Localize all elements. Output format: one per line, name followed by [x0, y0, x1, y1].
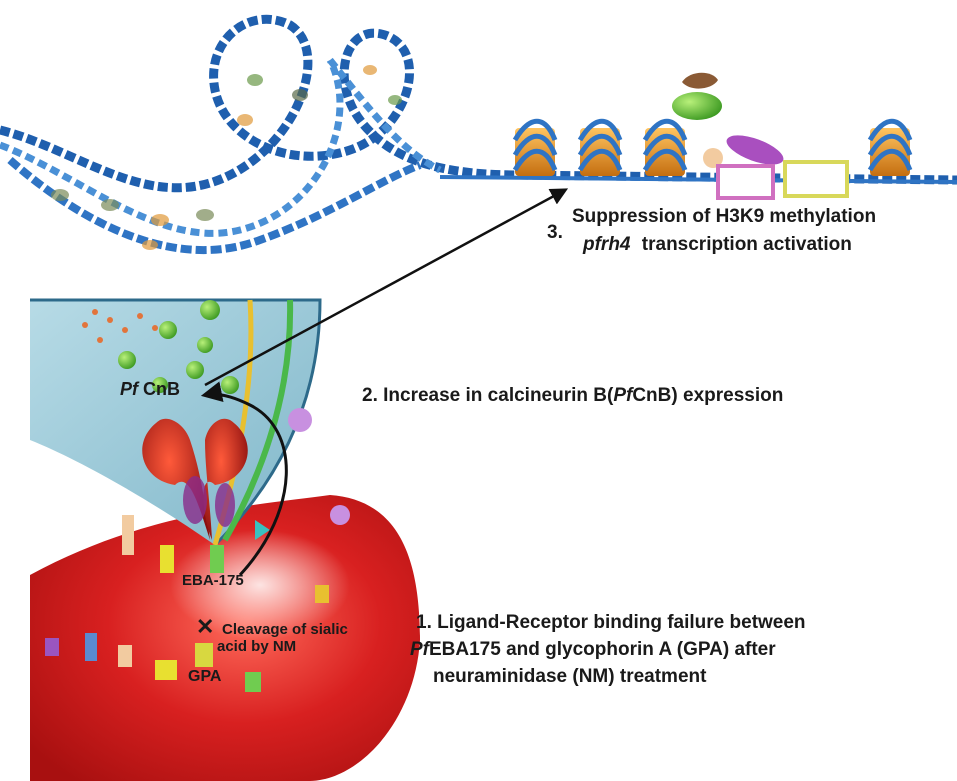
- micronemes: [82, 309, 158, 343]
- factor-purple: [726, 135, 784, 165]
- blurred-nucleosomes: [51, 65, 402, 250]
- nucleosome-2: [577, 118, 623, 176]
- nucleosome-1: [512, 118, 558, 176]
- step3-gene: pfrh4: [583, 234, 631, 255]
- step2-prefix: 2. Increase in calcineurin B(: [362, 385, 614, 406]
- step1-line1: 1. Ligand-Receptor binding failure betwe…: [416, 612, 806, 633]
- cleavage-x-mark: ✕: [196, 614, 215, 639]
- step1-line2-rest: EBA175 and glycophorin A (GPA) after: [429, 639, 776, 660]
- rhoptry-left: [142, 418, 210, 540]
- step3-number: 3.: [547, 222, 563, 243]
- factor-green: [672, 92, 722, 120]
- step3-line1: Suppression of H3K9 methylation: [572, 206, 877, 227]
- step1-line2: PfEBA175 and glycophorin A (GPA) after: [410, 638, 776, 661]
- eba175-label: EBA-175: [182, 572, 244, 589]
- step2-label: 2. Increase in calcineurin B(PfCnB) expr…: [362, 384, 783, 407]
- nucleosomes: [512, 72, 913, 200]
- promoter-box-pink: [716, 164, 775, 200]
- rhoptry-right: [203, 418, 248, 540]
- step1-pf: Pf: [410, 639, 429, 660]
- nucleosome-3: [642, 118, 688, 176]
- arrow-to-nucleus: [204, 188, 569, 387]
- factor-peach: [703, 148, 723, 168]
- nucleosome-4: [867, 118, 913, 176]
- gpa-label: GPA: [188, 668, 222, 685]
- promoter-box-yellow: [783, 160, 849, 198]
- cleavage-line2: acid by NM: [217, 638, 297, 655]
- step3-line2: pfrh4 transcription activation: [583, 233, 852, 256]
- cleavage-line1: Cleavage of sialic: [222, 621, 348, 638]
- factor-brown: [682, 72, 718, 89]
- step2-cnb: CnB: [632, 385, 672, 406]
- pfcnb-pf: Pf: [120, 379, 138, 399]
- dna-ribbon-inner: [0, 57, 442, 237]
- membrane-proteins: [45, 520, 329, 692]
- pfcnb-label: Pf CnB: [120, 378, 180, 401]
- linker-dna: [439, 175, 957, 184]
- step3-line2-rest: transcription activation: [641, 234, 852, 255]
- dna-ribbon-lower: [7, 156, 422, 255]
- step1-line3: neuraminidase (NM) treatment: [433, 666, 707, 687]
- pfcnb-cnb: CnB: [143, 379, 181, 399]
- step2-suffix: ) expression: [671, 385, 784, 406]
- arrow-curved-up: [200, 381, 288, 577]
- step2-pf: Pf: [613, 385, 633, 406]
- dna-ribbon-outer: [0, 14, 957, 193]
- chromatin-ribbon: [0, 14, 957, 255]
